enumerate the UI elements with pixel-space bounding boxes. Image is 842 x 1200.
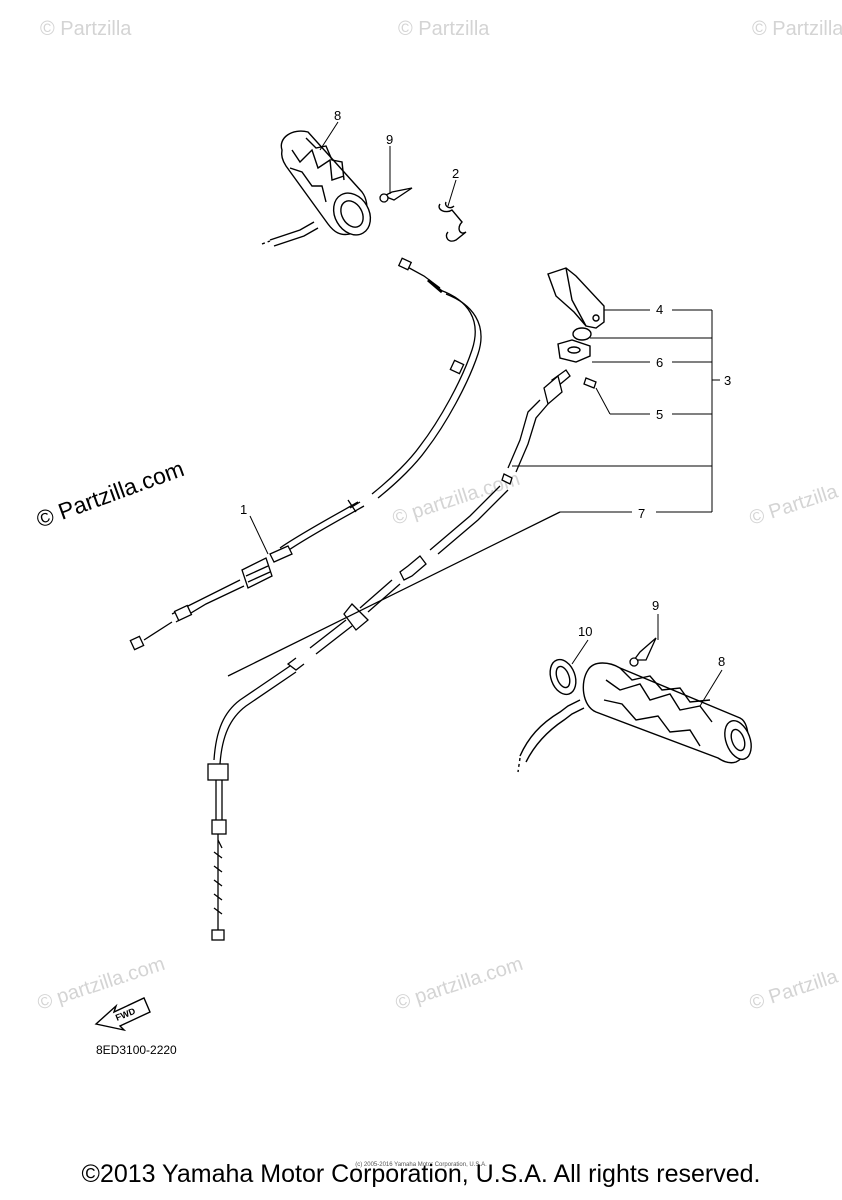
pin-part: [583, 377, 597, 389]
throttle-lever: [547, 267, 605, 329]
copyright-notice: ©2013 Yamaha Motor Corporation, U.S.A. A…: [81, 1160, 761, 1188]
callout-3: 3: [724, 373, 731, 388]
callout-7: 7: [638, 506, 645, 521]
cable-one: [129, 257, 482, 651]
callout-9-top: 9: [386, 132, 393, 147]
clip-part: [438, 201, 467, 242]
callout-6: 6: [656, 355, 663, 370]
callout-10: 10: [578, 624, 592, 639]
grip-top: [261, 130, 372, 247]
watermark-bottom-right: © Partzilla: [747, 965, 842, 1014]
watermark-bottom-center: © partzilla.com: [393, 953, 526, 1015]
watermark-mid-right: © Partzilla: [747, 480, 842, 529]
callout-9-bottom: 9: [652, 598, 659, 613]
fwd-arrow-icon: FWD: [94, 997, 151, 1032]
screw-top: [379, 187, 413, 203]
watermark-top-left: © Partzilla: [40, 18, 132, 40]
callout-4: 4: [656, 302, 663, 317]
grip-bottom: [517, 658, 752, 773]
callout-1: 1: [240, 502, 247, 517]
tiny-copyright: (c) 2005-2016 Yamaha Motor Corporation, …: [355, 1162, 487, 1168]
watermark-top-right: © Partzilla: [752, 18, 842, 40]
leader-lines: [249, 121, 723, 707]
callout-8-top: 8: [334, 108, 341, 123]
washer-nut: [557, 327, 592, 363]
watermark-top-center: © Partzilla: [398, 18, 490, 40]
callout-labels: 8 9 2 1 4 6 5 3 7 10 9 8: [240, 108, 731, 669]
diagram-code: 8ED3100-2220: [96, 1043, 177, 1057]
watermark-partzilla-dark: © Partzilla.com: [33, 455, 188, 532]
screw-bottom: [629, 637, 657, 667]
callout-5: 5: [656, 407, 663, 422]
watermark-group: © Partzilla © Partzilla © Partzilla © pa…: [33, 18, 842, 1015]
cable-seven: [207, 369, 571, 941]
callout-2: 2: [452, 166, 459, 181]
callout-8-bottom: 8: [718, 654, 725, 669]
